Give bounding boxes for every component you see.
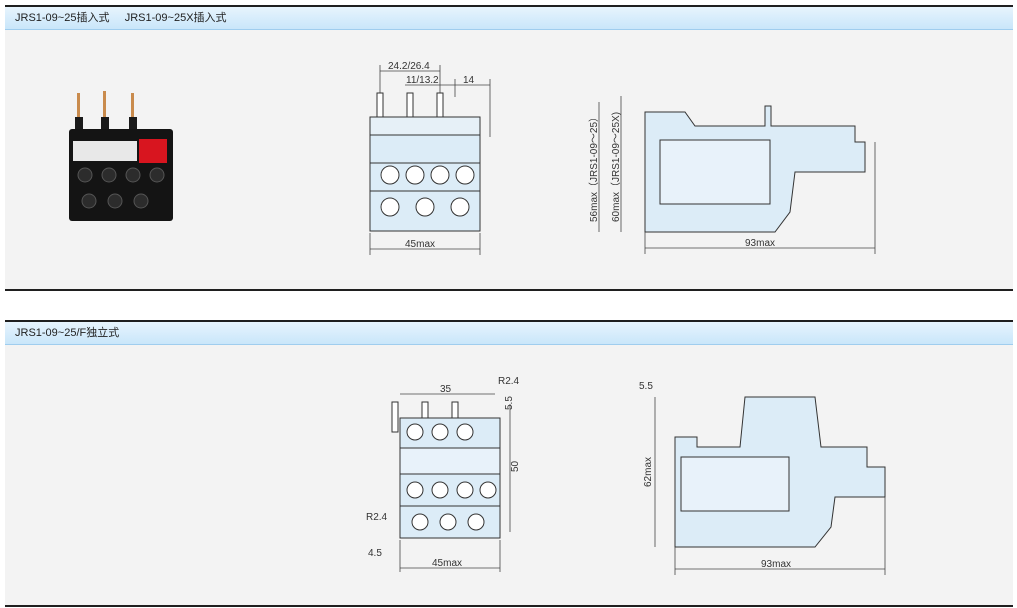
dim-label: 24.2/26.4 — [388, 61, 430, 72]
dim-label: 56max（JRS1-09～25） — [588, 112, 600, 222]
front-view-drawing: 24.2/26.4 11/13.2 14 45max — [369, 61, 491, 255]
section-header: JRS1-09~25插入式 JRS1-09~25X插入式 — [5, 7, 1013, 30]
dim-label: 62max — [643, 457, 654, 487]
dim-label: 14 — [463, 75, 475, 86]
standalone-type-panel: JRS1-09~25/F独立式 35 R2.4 5.5 50 R2.4 4.5 … — [5, 320, 1013, 607]
dim-label: 35 — [440, 384, 452, 395]
section-header: JRS1-09~25/F独立式 — [5, 322, 1013, 345]
plug-in-type-panel: JRS1-09~25插入式 JRS1-09~25X插入式 24.2/26.4 1… — [5, 5, 1013, 291]
front-view-drawing: 35 R2.4 5.5 50 R2.4 4.5 45max — [366, 376, 521, 572]
dim-label: R2.4 — [498, 376, 520, 387]
dim-label: 93max — [761, 559, 791, 570]
dim-label: 93max — [745, 238, 775, 249]
dim-label: 45max — [432, 558, 462, 569]
product-photo — [69, 91, 173, 221]
side-view-drawing: 5.5 62max 93max — [639, 381, 886, 575]
dim-label: 50 — [510, 460, 521, 472]
dim-label: 4.5 — [368, 548, 382, 559]
dim-label: 60max（JRS1-09～25X) — [610, 112, 622, 222]
dim-label: 5.5 — [639, 381, 653, 392]
side-view-drawing: 56max（JRS1-09～25） 60max（JRS1-09～25X) 93m… — [588, 96, 876, 254]
dim-label: 11/13.2 — [406, 75, 439, 86]
dim-label: R2.4 — [366, 512, 388, 523]
dim-label: 45max — [405, 239, 435, 250]
dim-label: 5.5 — [504, 396, 515, 410]
